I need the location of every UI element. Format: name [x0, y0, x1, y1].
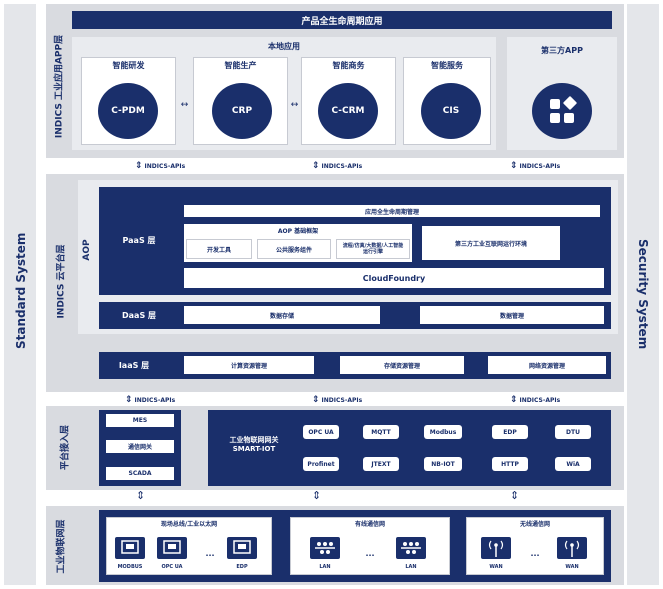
third-party-app-icon[interactable] — [532, 83, 592, 139]
protocol-profinet[interactable]: Profinet — [303, 457, 339, 471]
arrow-rd-production-icon: ↔ — [180, 100, 189, 110]
device-opcua-label: OPC UA — [161, 564, 183, 570]
protocol-opc-ua[interactable]: OPC UA — [303, 425, 339, 439]
protocol-dtu[interactable]: DTU — [555, 425, 591, 439]
device-wan-2-label: WAN — [565, 564, 579, 570]
dev-tools[interactable]: 开发工具 — [186, 239, 252, 259]
third-party-env[interactable]: 第三方工业互联网运行环境 — [422, 226, 560, 260]
app-cpdm[interactable]: C-PDM — [98, 83, 158, 139]
paas-label: PaaS 层 — [122, 235, 156, 245]
device-lan-1-label: LAN — [319, 564, 331, 570]
access-layer-label: 平台接入层 — [60, 425, 71, 471]
device-wan-1-icon[interactable] — [481, 537, 511, 559]
iaas-label: IaaS 层 — [118, 360, 150, 370]
api-link-6: ⇕INDICS-APIs — [510, 393, 590, 407]
network-wired-ellipsis: ... — [365, 548, 375, 558]
protocol-jtext[interactable]: JTEXT — [363, 457, 399, 471]
double-arrow-icon: ⇕ — [312, 394, 320, 405]
aop-label: AOP — [82, 239, 92, 261]
api-link-1: ⇕INDICS-APIs — [135, 159, 215, 173]
aop-framework-title: AOP 基础框架 — [277, 228, 319, 235]
api-label: INDICS-APIs — [519, 396, 561, 404]
protocol-edp[interactable]: EDP — [492, 425, 528, 439]
double-arrow-icon: ⇕ — [125, 394, 133, 405]
double-arrow-icon: ⇕ — [510, 394, 518, 405]
device-edp-label: EDP — [236, 564, 248, 570]
scada[interactable]: SCADA — [106, 467, 174, 480]
app-layer-label: INDICS 工业应用APP层 — [54, 34, 65, 139]
standard-system-label: Standard System — [14, 232, 28, 349]
app-crp[interactable]: CRP — [212, 83, 272, 139]
arrow-access-iot-1-icon: ⇕ — [136, 489, 146, 502]
api-link-4: ⇕INDICS-APIs — [125, 393, 205, 407]
network-fieldbus-title: 现场总线/工业以太网 — [160, 521, 218, 528]
network-resource-management[interactable]: 网络资源管理 — [488, 356, 606, 374]
api-label: INDICS-APIs — [134, 396, 176, 404]
common-components[interactable]: 公共服务组件 — [257, 239, 331, 259]
api-link-2: ⇕INDICS-APIs — [312, 159, 392, 173]
app-ccrm[interactable]: C-CRM — [318, 83, 378, 139]
protocol-http[interactable]: HTTP — [492, 457, 528, 471]
network-wireless-ellipsis: ... — [530, 548, 540, 558]
device-wan-1-label: WAN — [489, 564, 503, 570]
double-arrow-icon: ⇕ — [510, 160, 518, 171]
group-title-commerce: 智能商务 — [332, 60, 365, 70]
iot-gateway-panel — [208, 410, 611, 486]
protocol-nb-iot[interactable]: NB-IOT — [424, 457, 462, 471]
device-modbus-label: MODBUS — [117, 564, 143, 570]
group-title-service: 智能服务 — [431, 60, 463, 70]
lifecycle-management[interactable]: 应用全生命周期管理 — [184, 205, 600, 217]
local-apps-title: 本地应用 — [268, 41, 300, 51]
device-lan-1-icon[interactable] — [310, 537, 340, 559]
comm-gateway[interactable]: 通信网关 — [106, 440, 174, 453]
device-lan-2-label: LAN — [405, 564, 417, 570]
device-opcua-icon[interactable] — [157, 537, 187, 559]
protocol-modbus[interactable]: Modbus — [424, 425, 462, 439]
mes[interactable]: MES — [106, 414, 174, 427]
device-lan-2-icon[interactable] — [396, 537, 426, 559]
double-arrow-icon: ⇕ — [312, 160, 320, 171]
third-party-title: 第三方APP — [541, 45, 583, 55]
daas-label: DaaS 层 — [122, 310, 156, 320]
cloud-layer-label: INDICS 云平台层 — [56, 244, 67, 319]
cloudfoundry[interactable]: CloudFoundry — [184, 268, 604, 288]
arrow-access-iot-2-icon: ⇕ — [312, 489, 322, 502]
api-label: INDICS-APIs — [321, 396, 363, 404]
network-wireless-title: 无线通信网 — [519, 521, 550, 528]
data-management[interactable]: 数据管理 — [420, 306, 604, 324]
group-title-production: 智能生产 — [224, 60, 257, 70]
device-modbus-icon[interactable] — [115, 537, 145, 559]
api-label: INDICS-APIs — [519, 162, 561, 170]
runtime-engines[interactable]: 流程/仿真/大数据/人工智能运行引擎 — [336, 239, 410, 259]
storage-resource-management[interactable]: 存储资源管理 — [340, 356, 464, 374]
network-wired-title: 有线通信网 — [354, 521, 385, 528]
compute-resource-management[interactable]: 计算资源管理 — [184, 356, 314, 374]
arrow-production-commerce-icon: ↔ — [290, 100, 299, 110]
security-system-label: Security System — [636, 239, 650, 350]
aop-framework[interactable] — [184, 224, 412, 262]
standard-system-column — [4, 4, 36, 585]
arrow-access-iot-3-icon: ⇕ — [510, 489, 520, 502]
api-label: INDICS-APIs — [321, 162, 363, 170]
protocol-wia[interactable]: WiA — [555, 457, 591, 471]
lifecycle-header: 产品全生命周期应用 — [72, 11, 612, 29]
double-arrow-icon: ⇕ — [135, 160, 143, 171]
api-label: INDICS-APIs — [144, 162, 186, 170]
group-title-rd: 智能研发 — [112, 60, 145, 70]
device-edp-icon[interactable] — [227, 537, 257, 559]
iot-layer-label: 工业物联网层 — [56, 519, 67, 574]
security-system-column — [627, 4, 659, 585]
protocol-mqtt[interactable]: MQTT — [363, 425, 399, 439]
iot-gateway-title: 工业物联网网关 SMART-IOT — [229, 436, 279, 453]
api-link-5: ⇕INDICS-APIs — [312, 393, 392, 407]
group-card-commerce[interactable] — [301, 57, 396, 145]
data-storage[interactable]: 数据存储 — [184, 306, 380, 324]
network-fieldbus-ellipsis: ... — [205, 548, 215, 558]
api-link-3: ⇕INDICS-APIs — [510, 159, 590, 173]
app-cis[interactable]: CIS — [421, 83, 481, 139]
device-wan-2-icon[interactable] — [557, 537, 587, 559]
